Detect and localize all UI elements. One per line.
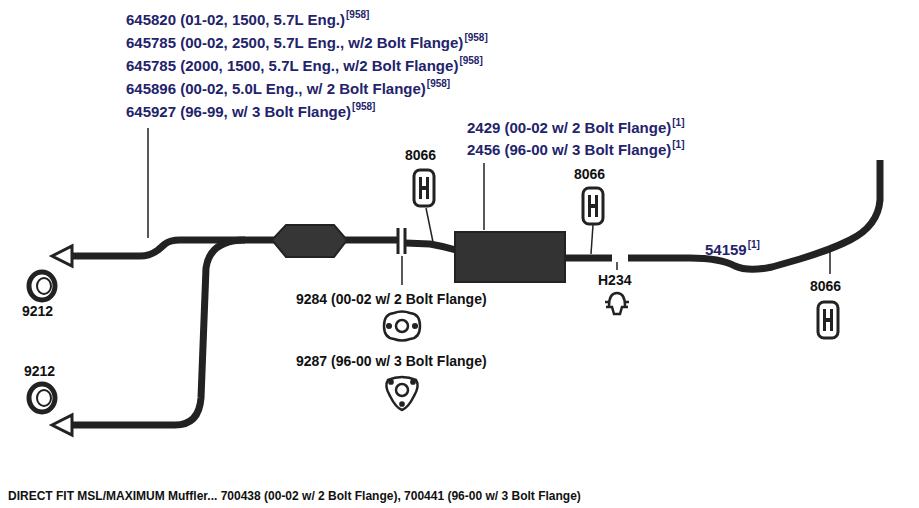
callout-number: 8066 <box>574 166 605 183</box>
gasket-2-bolt <box>384 312 420 341</box>
tailpipe <box>628 160 880 269</box>
clamp <box>605 293 629 314</box>
part-number: 645785 (2000, 1500, 5.7L Eng., w/2 Bolt … <box>126 57 458 75</box>
hanger <box>414 170 434 206</box>
part-number: 645927 (96-99, w/ 3 Bolt Flange) <box>126 103 351 121</box>
muffler-outlet <box>564 255 612 262</box>
leader-line <box>616 262 618 270</box>
pipe-end-arrow <box>52 246 72 266</box>
footnote-ref: [958] <box>459 55 482 66</box>
leader-line <box>426 208 433 242</box>
flange <box>404 228 407 254</box>
hanger <box>583 188 603 224</box>
callout-number: 9212 <box>22 303 53 320</box>
caption: DIRECT FIT MSL/MAXIMUM Muffler... 700438… <box>8 489 581 503</box>
leader-line <box>147 128 149 238</box>
footnote-ref: [958] <box>464 32 487 43</box>
footnote-ref: [958] <box>352 101 375 112</box>
part-number: 645785 (00-02, 2500, 5.7L Eng., w/2 Bolt… <box>126 34 463 52</box>
footnote-ref: [958] <box>427 78 450 89</box>
footnote-ref: [958] <box>346 9 369 20</box>
catalytic-converter <box>272 225 347 257</box>
footnote-ref: [1] <box>672 117 684 128</box>
part-number: 645896 (00-02, 5.0L Eng., w/ 2 Bolt Flan… <box>126 80 426 98</box>
part-number: 2429 (00-02 w/ 2 Bolt Flange) <box>467 119 671 137</box>
gasket-3-bolt <box>386 377 417 410</box>
leader-line <box>591 225 593 254</box>
flange <box>397 228 400 254</box>
muffler-inlet <box>405 243 456 250</box>
footnote-ref: [1] <box>672 139 684 150</box>
callout-number: 8066 <box>810 278 841 295</box>
callout-number: 9212 <box>24 363 55 380</box>
part-number: 54159 <box>705 241 747 259</box>
callout-number: 8066 <box>405 147 436 164</box>
callout-number: 9284 (00-02 w/ 2 Bolt Flange) <box>296 291 487 308</box>
callout-number: 9287 (96-00 w/ 3 Bolt Flange) <box>296 353 487 370</box>
muffler <box>455 232 565 282</box>
leader-line <box>401 256 403 285</box>
converter-outlet <box>345 237 398 244</box>
front-pipe-branch <box>70 240 245 425</box>
footnote-ref: [1] <box>748 239 760 250</box>
leader-line <box>483 163 485 230</box>
callout-number: H234 <box>598 272 631 289</box>
pipe-end-arrow <box>52 415 72 435</box>
hanger <box>818 302 838 338</box>
leader-line <box>829 252 831 274</box>
seal-ring <box>29 272 55 300</box>
seal-ring <box>29 384 55 412</box>
part-number: 2456 (96-00 w/ 3 Bolt Flange) <box>467 141 671 159</box>
part-number: 645820 (01-02, 1500, 5.7L Eng.) <box>126 11 345 29</box>
